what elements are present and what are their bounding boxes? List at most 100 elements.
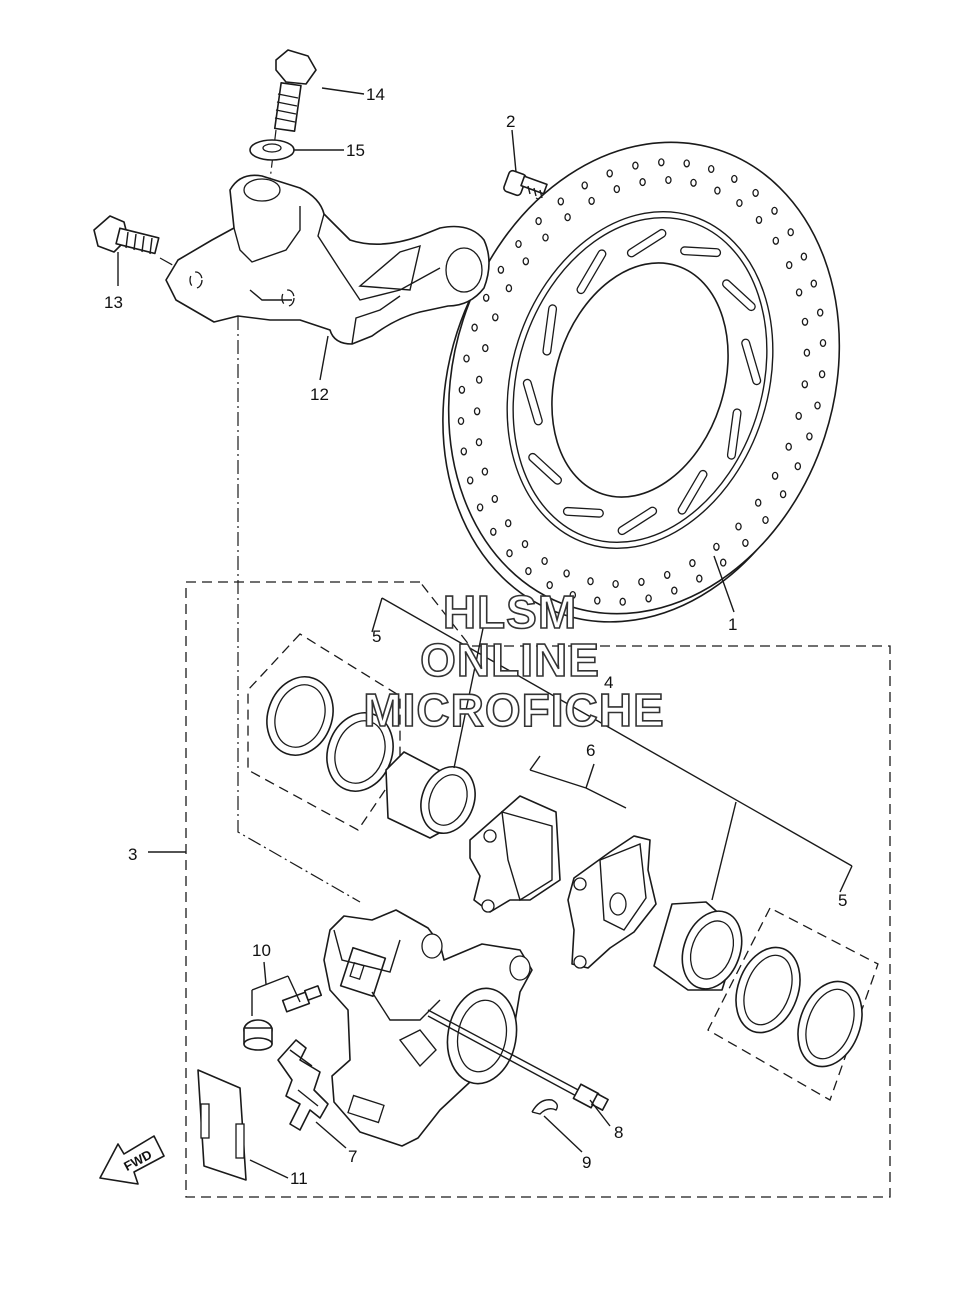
disc-hole [482,344,489,353]
pad-spring-7 [277,1039,329,1131]
disc-slot [681,247,720,256]
disc-hole [794,462,802,471]
disc-hole [731,174,738,183]
disc-hole [490,527,497,536]
disc-hole [801,380,809,389]
disc-hole [814,401,821,410]
callout-12: 12 [310,385,329,404]
caliper-bracket [165,174,490,345]
disc-hole [492,313,499,322]
disc-hole [497,265,505,274]
disc-hole [482,293,490,302]
disc-hole [762,515,769,525]
disc-drill-holes [457,158,827,606]
piston-left [385,751,476,839]
callout-3: 3 [128,845,137,864]
disc-hole [587,577,594,586]
brake-pad-outer [567,835,657,969]
disc-hole [801,317,809,326]
callout-4: 4 [604,673,613,692]
disc-hole [818,370,826,379]
disc-hole [645,594,652,603]
disc-slot [618,507,656,534]
disc-hole [632,161,639,170]
disc-hole [771,471,779,480]
disc-hole [736,198,743,208]
disc-hole [671,586,678,595]
callout-5a: 5 [372,627,381,646]
disc-hole [612,579,619,589]
disc-hole [755,215,763,224]
disc-hole [619,597,626,606]
disc-hole [463,354,470,363]
disc-hole [535,217,542,226]
piston-seals-left [266,676,394,792]
disc-hole [638,577,645,586]
watermark: HLSM ONLINE MICROFICHE [363,585,665,737]
seal-kit-box-right [707,907,879,1101]
disc-hole [754,498,762,507]
disc-slot [723,280,755,310]
caliper-body [323,909,533,1147]
disc-hole [581,181,588,190]
washer-15 [249,139,295,161]
callout-11: 11 [290,1169,308,1188]
pin-clip-9 [531,1099,559,1115]
disc-hole [475,438,483,447]
disc-hole [457,416,465,426]
disc-hole [742,538,749,547]
leader-lines [117,87,853,1179]
disc-hole [522,257,530,266]
piston-right [653,901,743,991]
disc-hole [689,559,696,568]
disc-hole [613,185,621,194]
disc-hole [779,490,787,499]
seal-kit-box-left [247,633,401,831]
disc-hole [588,196,595,205]
disc-hole [795,288,803,297]
disc-hole [525,567,532,576]
callout-15: 15 [346,141,365,160]
callout-9: 9 [582,1153,591,1172]
fwd-arrow: FWD [99,1135,165,1185]
callout-14: 14 [366,85,385,104]
disc-hole [473,407,481,416]
disc-hole [696,574,703,583]
disc-hole [816,308,824,317]
disc-hole [771,206,778,215]
disc-slot [742,339,760,384]
disc-hole [563,569,570,578]
disc-hole [690,178,697,187]
disc-hole [683,159,690,168]
brake-disc [442,141,841,623]
callout-8: 8 [614,1123,623,1142]
disc-hole [663,570,671,579]
disc-hole [569,590,577,600]
disc-hole [735,522,742,531]
disc-hole [557,197,565,206]
pad-shim-11 [197,1069,247,1181]
disc-slot [628,230,666,257]
callout-5b: 5 [838,891,847,910]
callout-10: 10 [252,941,271,960]
disc-hole [787,228,794,237]
callout-6: 6 [586,741,595,760]
callout-1: 1 [728,615,737,634]
disc-hole [594,596,601,605]
caliper-assembly-box [185,581,891,1198]
disc-bolt [503,169,548,199]
disc-hole [810,279,818,288]
disc-hole [707,164,715,174]
callout-7: 7 [348,1147,357,1166]
disc-hole [785,261,793,270]
disc-slot [564,508,603,517]
disc-hole [752,188,759,197]
disc-cooling-slots [522,228,762,536]
disc-hole [800,252,808,261]
disc-hole [714,186,721,195]
disc-hole [658,158,665,167]
disc-hole [505,284,513,293]
disc-hole [504,519,512,528]
watermark-line-1: HLSM [443,586,577,638]
